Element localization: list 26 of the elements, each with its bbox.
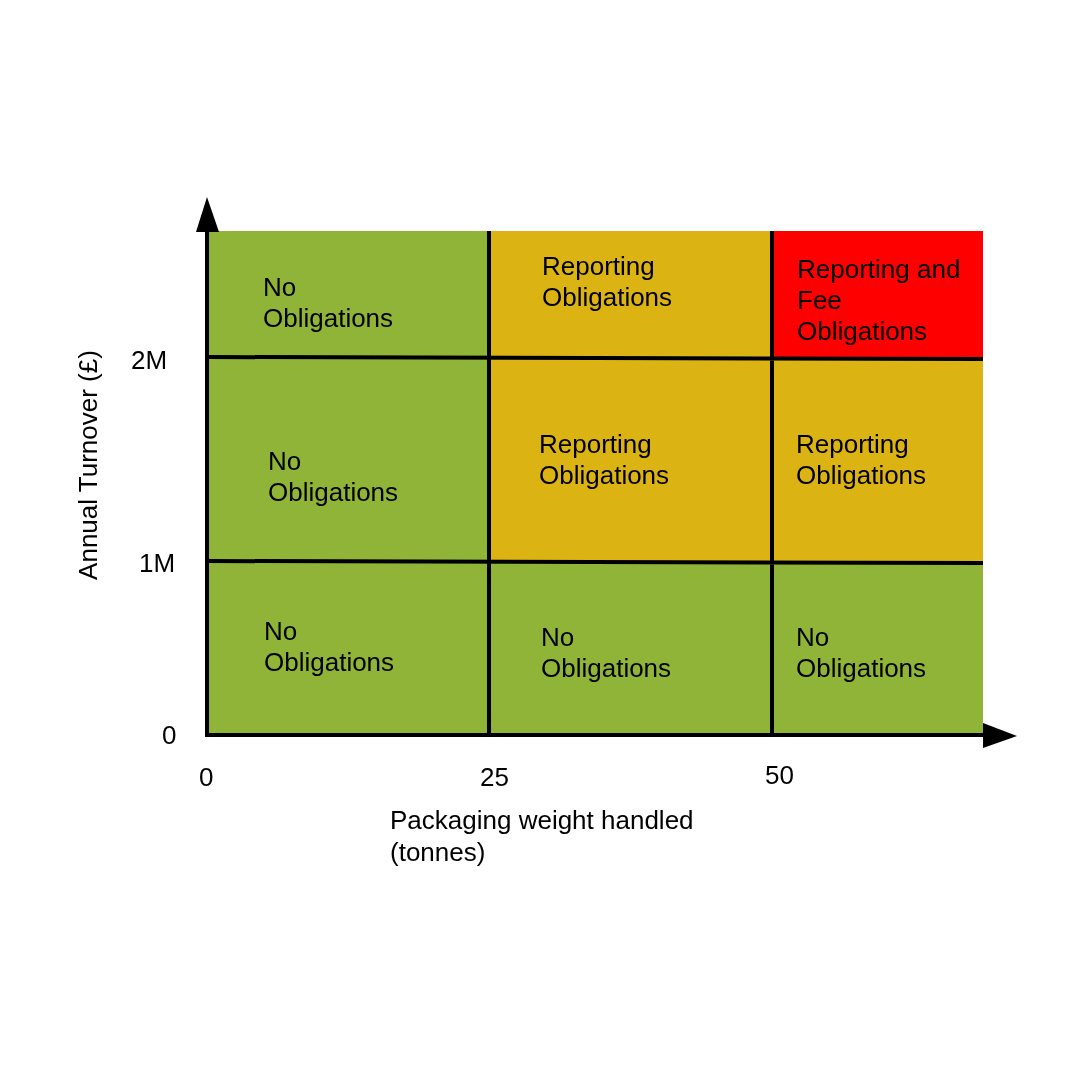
grid-cell [772, 231, 983, 357]
cell-text: Reporting Obligations [539, 429, 671, 491]
axis-title: Annual Turnover (£) [72, 350, 104, 580]
grid-cell [207, 231, 489, 357]
cell-text: No Obligations [541, 622, 673, 684]
grid-cell [772, 561, 983, 734]
cell-text: No Obligations [796, 622, 928, 684]
cell-text: Reporting and Fee Obligations [797, 254, 962, 347]
grid-cell [772, 357, 983, 561]
cell-text: No Obligations [268, 446, 400, 508]
tick-label: 0 [199, 761, 214, 793]
grid-cell [489, 231, 772, 357]
tick-label: 2M [131, 344, 168, 376]
grid-cell [489, 357, 772, 561]
cell-text: Reporting Obligations [542, 251, 674, 313]
tick-label: 25 [480, 761, 509, 793]
grid-cell [489, 561, 772, 734]
cell-text: No Obligations [264, 616, 396, 678]
axis-title: Packaging weight handled (tonnes) [390, 804, 695, 868]
grid-cell [207, 357, 489, 561]
tick-label: 1M [139, 547, 176, 579]
tick-label: 0 [162, 719, 177, 751]
cell-text: No Obligations [263, 272, 395, 334]
grid-cell [207, 561, 489, 734]
cell-text: Reporting Obligations [796, 429, 928, 491]
tick-label: 50 [765, 759, 794, 791]
